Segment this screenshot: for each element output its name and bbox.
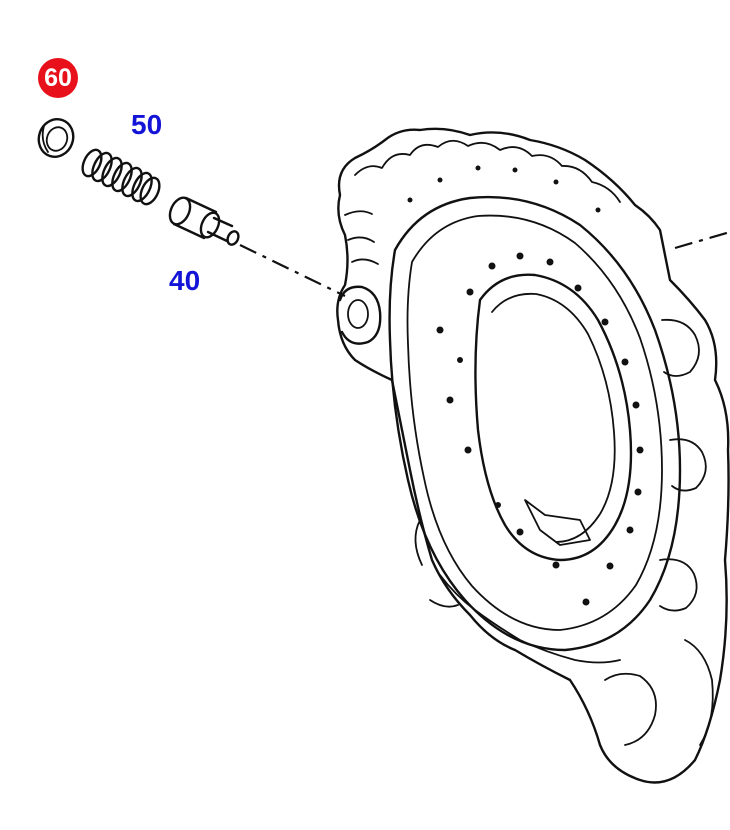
callout-50-label: 50 <box>131 109 163 140</box>
assembly-axis-line-right <box>674 230 730 250</box>
callout-40-label: 40 <box>169 265 201 296</box>
housing-flange-icon <box>336 127 730 784</box>
callout-60[interactable]: 60 <box>38 58 78 98</box>
spring-icon[interactable] <box>79 147 163 207</box>
o-ring-icon[interactable] <box>34 114 79 161</box>
assembly-axis-line <box>239 244 346 297</box>
callout-60-label: 60 <box>44 63 72 92</box>
valve-plunger-icon[interactable] <box>166 195 241 247</box>
callout-50[interactable]: 50 <box>131 111 162 139</box>
callout-40[interactable]: 40 <box>169 267 200 295</box>
